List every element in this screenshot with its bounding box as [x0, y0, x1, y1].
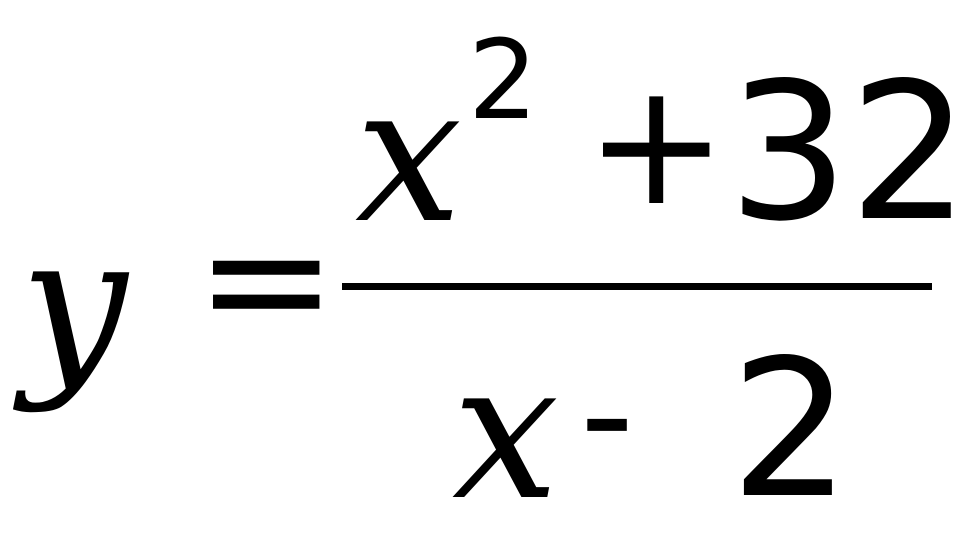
equation: y = x 2 + 32 x - 2 [20, 16, 957, 540]
lhs-variable-y: y [20, 194, 128, 415]
denominator-minus-sign: - [580, 328, 635, 502]
numerator-variable-x: x [355, 44, 463, 265]
numerator-constant: 32 [728, 42, 957, 263]
equals-sign: = [195, 181, 338, 379]
denominator-variable-x: x [452, 321, 560, 542]
numerator-exponent: 2 [468, 16, 538, 144]
denominator-constant: 2 [730, 319, 851, 540]
fraction-bar [342, 283, 932, 290]
numerator-plus-sign: + [585, 46, 728, 244]
